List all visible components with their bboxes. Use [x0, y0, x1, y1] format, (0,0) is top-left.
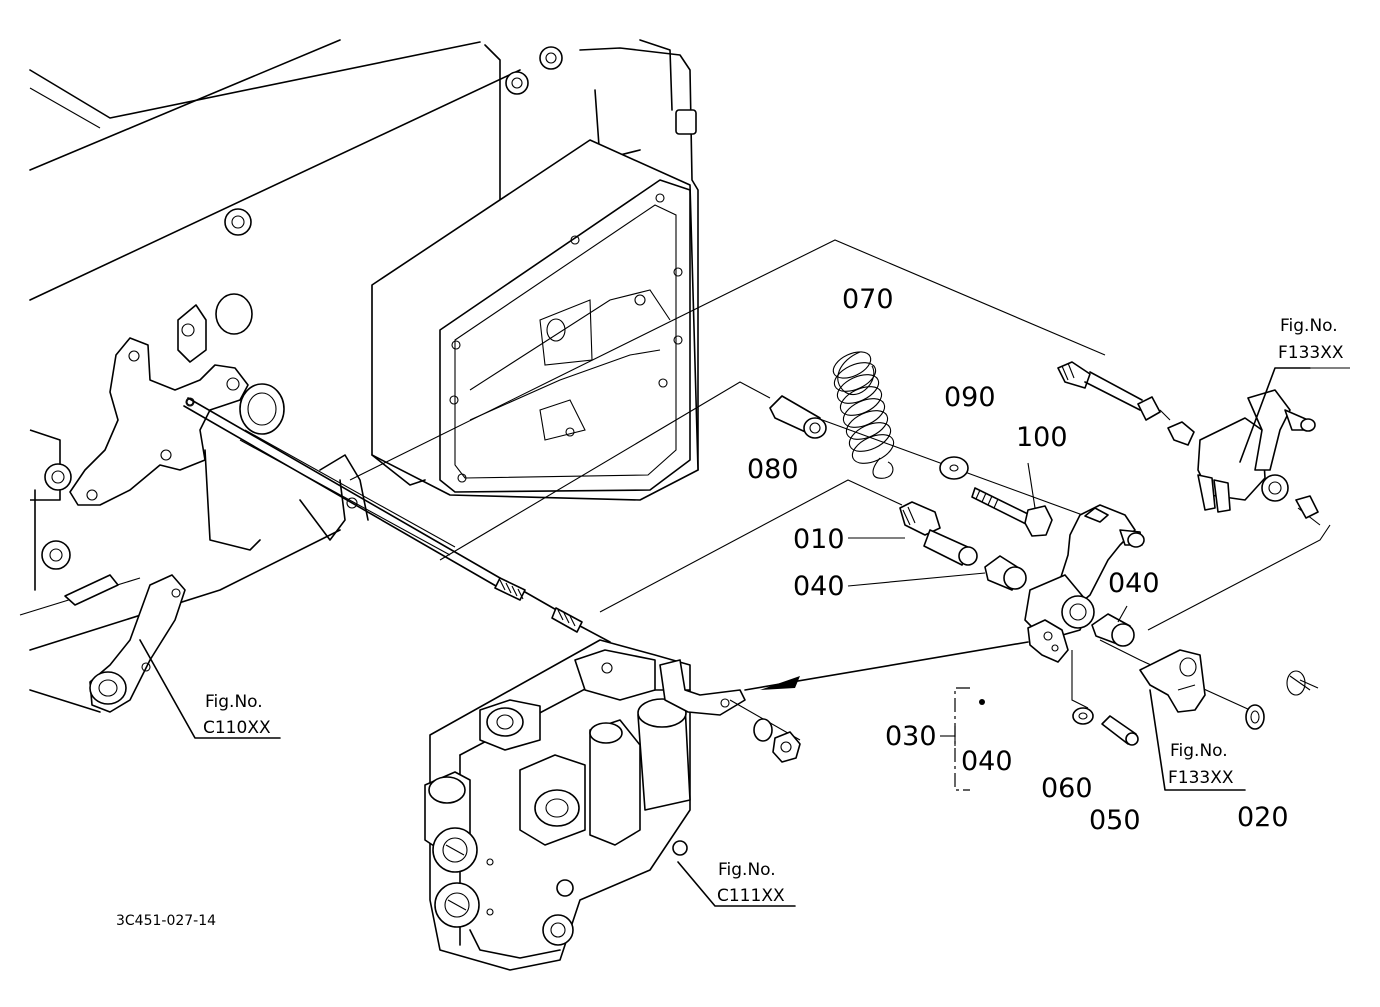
- fig-ref-c111-label: Fig.No.: [718, 860, 776, 880]
- part-070-spring: [832, 351, 895, 479]
- callout-leaders: [139, 367, 1350, 907]
- figure-references: Fig.No. C110XX Fig.No. C111XX Fig.No. F1…: [203, 316, 1344, 906]
- callout-010: 010: [793, 524, 845, 555]
- drawing-code: 3C451-027-14: [116, 913, 216, 929]
- callout-040-group: 040: [961, 746, 1013, 777]
- fig-ref-c111-number: C111XX: [717, 886, 785, 906]
- callout-labels: 070 090 080 100 010 040 040 030 040 060 …: [747, 284, 1289, 836]
- fig-ref-f133-bottom-number: F133XX: [1168, 768, 1234, 788]
- part-100-bolt: [971, 487, 1031, 525]
- callout-060: 060: [1041, 773, 1093, 804]
- callout-050: 050: [1089, 805, 1141, 836]
- part-020-snap-ring: [1245, 704, 1265, 730]
- callout-040-right: 040: [1108, 568, 1160, 599]
- valve-cover: [371, 139, 699, 501]
- spool-rod: [183, 397, 611, 643]
- part-090-washer: [939, 456, 969, 480]
- callout-020: 020: [1237, 802, 1289, 833]
- callout-040-upper: 040: [793, 571, 845, 602]
- fig-ref-c110-number: C110XX: [203, 718, 271, 738]
- part-010-pin: [899, 501, 941, 536]
- callout-080: 080: [747, 454, 799, 485]
- callout-090: 090: [944, 382, 996, 413]
- callout-100: 100: [1016, 422, 1068, 453]
- callout-070: 070: [842, 284, 894, 315]
- exploded-parts: [753, 351, 1319, 791]
- fig-ref-f133-bottom-label: Fig.No.: [1170, 741, 1228, 761]
- callout-030: 030: [885, 721, 937, 752]
- clip-bracket: [1139, 649, 1206, 713]
- part-030-bracket: [1027, 619, 1069, 663]
- fig-ref-c110-label: Fig.No.: [205, 692, 263, 712]
- fig-ref-f133-top-label: Fig.No.: [1280, 316, 1338, 336]
- fig-ref-f133-top-number: F133XX: [1278, 343, 1344, 363]
- transmission-housing: [19, 39, 699, 713]
- control-valve: [424, 639, 746, 971]
- part-060-washer: [1072, 707, 1094, 725]
